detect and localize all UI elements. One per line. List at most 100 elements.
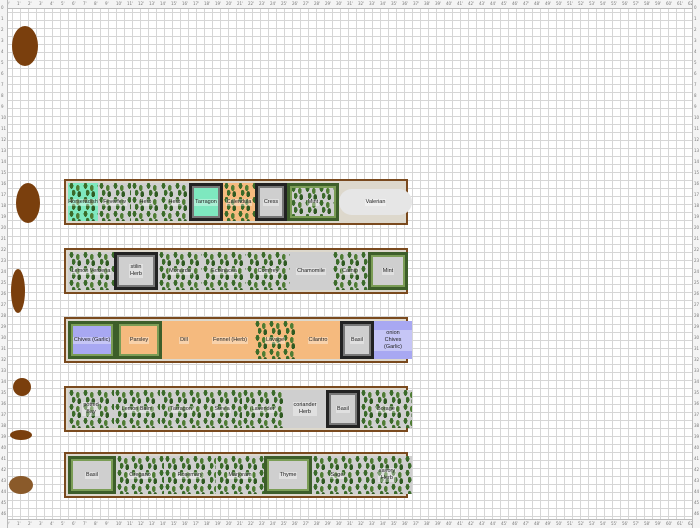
ruler-tick: 18 [1,203,7,208]
calendula-plant[interactable]: Calendula [223,183,255,221]
ruler-tick: 7' [83,1,87,6]
valerian-plant[interactable]: Valerian [339,189,412,215]
ruler-tick: 30 [694,335,700,340]
chives-plant[interactable]: onion Chives (Garlic) [374,321,412,359]
basil-plant[interactable]: Basil [68,456,116,494]
ruler-tick: 33' [369,1,376,6]
ruler-tick: 28 [1,313,7,318]
echinacea-plant[interactable]: Echinacea [202,252,246,290]
fennel-plant[interactable]: Fennel (Herb) [206,321,254,359]
chamomile-plant[interactable]: Chamomile [290,252,332,290]
rosemary-plant[interactable]: Rosemary [164,456,216,494]
thyme-plant[interactable]: Thyme [264,456,312,494]
ruler-tick: 43' [479,1,486,6]
cress-plant[interactable]: Cress [255,183,287,221]
plant-label: Chamomile [296,267,326,275]
ruler-tick: 18 [694,203,700,208]
herb-plant[interactable]: Herb [160,183,189,221]
ruler-tick: 5' [61,1,65,6]
cilantro-plant[interactable]: Cilantro [296,321,340,359]
lemon-verbena-plant[interactable]: Lemon Verbena [68,252,114,290]
lovage-plant[interactable]: Lovage [254,321,296,359]
ruler-tick: 36' [402,521,409,526]
ruler-tick: 62' [688,2,694,6]
ruler-tick: 45' [501,1,508,6]
stevia-plant[interactable]: Stevia [202,390,242,428]
tarragon-plant[interactable]: Tarragon [160,390,202,428]
oregano-plant[interactable]: Oregano [116,456,164,494]
comfrey-plant[interactable]: Comfrey [246,252,290,290]
ruler-tick: 34 [1,379,7,384]
ruler-tick: 50' [556,521,563,526]
ruler-tick: 58' [644,1,651,6]
herb-plant[interactable]: savory Herb [362,456,412,494]
plant-label: Lemon Verbena [70,267,112,275]
ruler-tick: 18' [204,1,211,6]
ruler-tick: 6 [1,71,4,76]
ruler-tick: 29 [1,324,7,329]
ruler-tick: 17 [694,192,700,197]
sage-plant[interactable]: Sage [312,456,362,494]
ruler-tick: 4' [50,1,54,6]
ruler-tick: 39' [435,1,442,6]
plant-label: Lemon Balm [120,405,154,413]
ruler-tick: 41 [694,456,700,461]
feverfew-plant[interactable]: Feverfew [98,183,131,221]
mint-plant[interactable]: Mint [368,252,408,290]
ruler-tick: 20' [226,1,233,6]
ruler-tick: 2' [28,521,32,526]
ruler-tick: 4' [50,521,54,526]
ruler-tick: 40 [694,445,700,450]
tarragon-plant[interactable]: Tarragon [189,183,223,221]
dill-plant[interactable]: Dill [162,321,206,359]
shrub-shape[interactable] [13,378,31,396]
plant-label: Parsley [128,336,150,344]
tree-shape[interactable] [16,183,40,223]
ruler-tick: 60' [666,1,673,6]
basil-plant[interactable]: Basil [326,390,360,428]
catnip-plant[interactable]: Catnip [332,252,368,290]
mint-plant[interactable]: Mint [287,183,339,221]
lavender-plant[interactable]: Lavender [242,390,284,428]
ruler-tick: 29' [325,521,332,526]
shrub-shape[interactable] [10,430,32,440]
ruler-tick: 17' [193,1,200,6]
ruler-tick: 37 [694,412,700,417]
horseradish-plant[interactable]: Horseradish [68,183,98,221]
tree-shape[interactable] [12,26,38,66]
parsley-plant[interactable]: Parsley [116,321,162,359]
ruler-tick: 16 [694,181,700,186]
herb-plant[interactable]: coriander Herb [284,390,326,428]
herb-plant[interactable]: Herb [131,183,160,221]
borage-plant[interactable]: Borage [360,390,412,428]
ruler-tick: 1' [17,1,21,6]
marjoram-plant[interactable]: Marjoram [216,456,264,494]
monarda-plant[interactable]: Monarda [158,252,202,290]
tree-shape[interactable] [11,269,25,313]
ruler-tick: 62' [688,522,694,526]
ruler-tick: 59' [655,1,662,6]
ruler-tick: 35' [391,521,398,526]
shrub-shape[interactable] [9,476,33,494]
chives-plant[interactable]: Chives (Garlic) [68,321,116,359]
lemon-balm-plant[interactable]: Lemon Balm [114,390,160,428]
bay-plant[interactable]: potted Bay [68,390,114,428]
ruler-tick: 25 [1,280,7,285]
ruler-tick: 0 [694,5,697,10]
ruler-tick: 34 [694,379,700,384]
basil-plant[interactable]: Basil [340,321,374,359]
ruler-tick: 39' [435,521,442,526]
ruler-tick: 43 [1,478,7,483]
ruler-tick: 4 [1,49,4,54]
ruler-tick: 46' [512,1,519,6]
herb-plant[interactable]: stilin Herb [114,252,158,290]
ruler-tick: 25 [694,280,700,285]
plant-label: Borage [376,405,396,413]
ruler-tick: 27' [303,1,310,6]
ruler-tick: 45 [694,500,700,505]
